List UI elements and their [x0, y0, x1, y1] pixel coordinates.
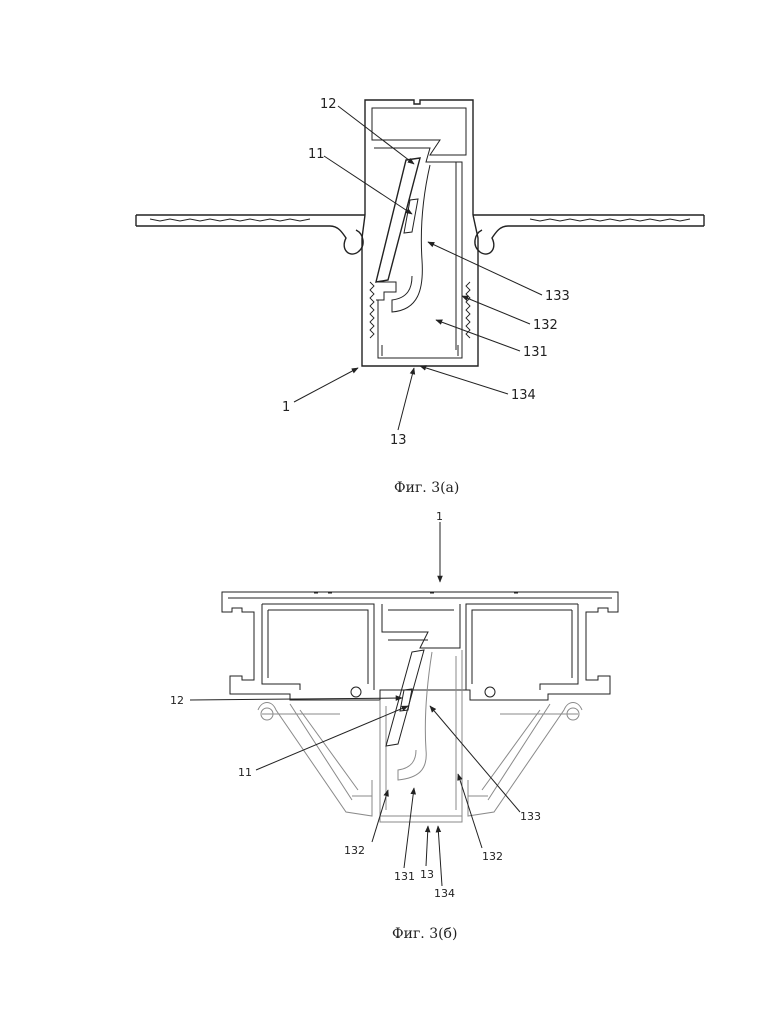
flange-right [473, 215, 704, 226]
chamber-right [466, 604, 578, 690]
label-b-11: 11 [238, 766, 252, 779]
label-b-134: 134 [434, 887, 455, 900]
label-b-133: 133 [520, 810, 541, 823]
leader-b-11 [256, 706, 408, 770]
label-b-13: 13 [420, 868, 434, 881]
caption-fig-3a: Фиг. 3(а) [394, 480, 459, 496]
chamber-left [262, 604, 374, 690]
lug-left [351, 687, 361, 697]
label-133: 133 [545, 289, 570, 304]
lower-housing [258, 703, 582, 817]
label-131: 131 [523, 345, 548, 360]
inner-housing [380, 650, 462, 822]
leader-12 [338, 106, 414, 164]
leader-13 [398, 368, 414, 430]
strip-11 [404, 199, 418, 233]
caption-fig-3b: Фиг. 3(б) [392, 926, 457, 942]
leader-132 [462, 296, 530, 324]
label-b-132-left: 132 [344, 844, 365, 857]
label-b-12: 12 [170, 694, 184, 707]
serration-right [466, 282, 470, 338]
label-11: 11 [308, 147, 325, 162]
leader-b-134 [438, 826, 442, 886]
leader-134 [420, 366, 508, 394]
hook-lobe-right [475, 226, 508, 254]
leader-b-131 [404, 788, 414, 868]
leader-b-13 [426, 826, 428, 866]
figure-3b: 1 12 11 133 132 132 131 13 134 Фиг. 3(б) [170, 510, 618, 942]
label-1: 1 [282, 400, 290, 415]
label-132: 132 [533, 318, 558, 333]
bottom-chamber-134 [378, 342, 462, 358]
hook-lobe-left [330, 226, 363, 254]
housing-inner [372, 108, 466, 358]
leader-1 [294, 368, 358, 402]
label-134: 134 [511, 388, 536, 403]
serration-left [370, 282, 374, 338]
channel-133 [392, 165, 430, 312]
label-b-131: 131 [394, 870, 415, 883]
leader-11 [324, 156, 412, 214]
figure-3a: 12 11 133 132 131 134 1 13 Фиг. 3(а) [136, 97, 704, 496]
lower-housing-ribs [262, 714, 578, 796]
center-slot [382, 604, 460, 648]
label-13: 13 [390, 433, 407, 448]
strip-11-b [400, 689, 412, 711]
flange-left [136, 215, 365, 226]
strip-12 [376, 158, 420, 282]
holder-bottom [376, 282, 396, 300]
label-b-1: 1 [436, 510, 443, 523]
channel-133-b [398, 652, 432, 780]
label-12: 12 [320, 97, 337, 112]
leader-133 [428, 242, 542, 295]
lug-right [485, 687, 495, 697]
label-b-132-right: 132 [482, 850, 503, 863]
